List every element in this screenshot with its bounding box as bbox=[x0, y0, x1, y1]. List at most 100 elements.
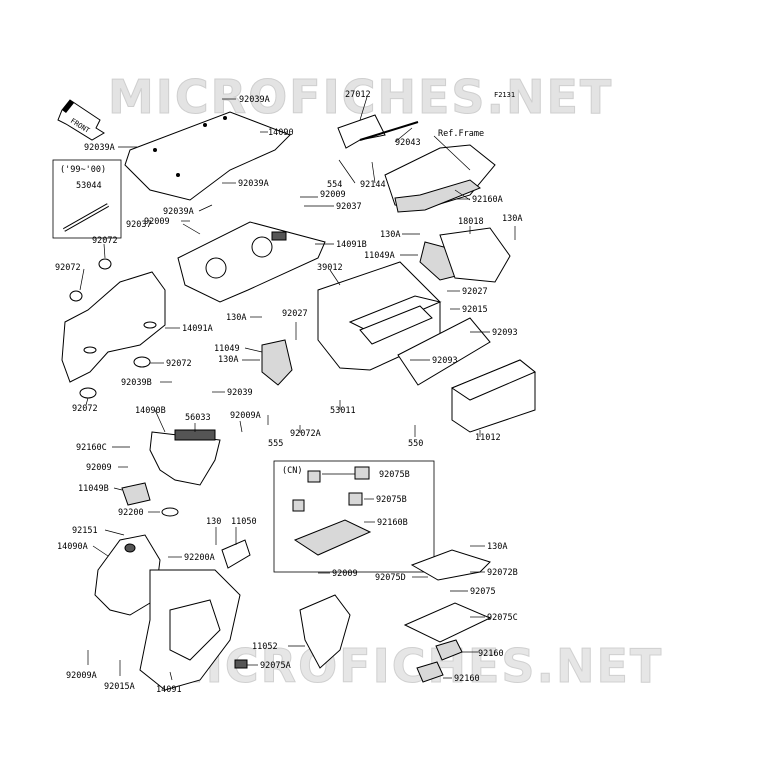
label-11012: 11012 bbox=[475, 433, 501, 443]
label-11052: 11052 bbox=[252, 642, 278, 652]
label-92037-b: 92037 bbox=[126, 220, 152, 230]
label-92039A-left: 92039A bbox=[84, 143, 115, 153]
label-ref-frame: Ref.Frame bbox=[438, 129, 484, 139]
bracket-27012 bbox=[337, 114, 386, 149]
label-11049: 11049 bbox=[214, 344, 240, 354]
label-92075C: 92075C bbox=[487, 613, 518, 623]
label-92075B-a: 92075B bbox=[379, 470, 410, 480]
label-14091A: 14091A bbox=[182, 324, 213, 334]
label-130A-c: 130A bbox=[502, 214, 522, 224]
label-92072A: 92072A bbox=[290, 429, 321, 439]
label-92039A-mid: 92039A bbox=[238, 179, 269, 189]
label-92144: 92144 bbox=[360, 180, 386, 190]
label-130: 130 bbox=[206, 517, 221, 527]
label-11049A: 11049A bbox=[364, 251, 395, 261]
figure-code: F2131 bbox=[494, 91, 515, 99]
label-92072-a: 92072 bbox=[92, 236, 118, 246]
label-92160B: 92160B bbox=[377, 518, 408, 528]
label-56033: 56033 bbox=[185, 413, 211, 423]
label-92039: 92039 bbox=[227, 388, 253, 398]
pad-92075C bbox=[403, 602, 492, 643]
bracket-11050 bbox=[221, 539, 251, 569]
label-92027-b: 92027 bbox=[462, 287, 488, 297]
watermark-bottom: MICROFICHES.NET bbox=[158, 639, 663, 693]
label-130A-d: 130A bbox=[380, 230, 400, 240]
mat-14091B bbox=[177, 221, 326, 303]
clip-92072-c bbox=[133, 356, 151, 368]
watermark-top: MICROFICHES.NET bbox=[108, 70, 613, 124]
label-14090B: 14090B bbox=[135, 406, 166, 416]
label-92072-d: 92072 bbox=[72, 404, 98, 414]
label-39012: 39012 bbox=[317, 263, 343, 273]
leader-lines bbox=[79, 96, 516, 681]
case-14090B bbox=[149, 431, 221, 486]
label-92075D: 92075D bbox=[375, 573, 406, 583]
label-14090: 14090 bbox=[268, 128, 294, 138]
label-92009-a: 92009 bbox=[320, 190, 346, 200]
label-130A-e: 130A bbox=[487, 542, 507, 552]
label-18018: 18018 bbox=[458, 217, 484, 227]
label-92093-b: 92093 bbox=[432, 356, 458, 366]
bracket-92072B bbox=[410, 549, 491, 581]
label-27012: 27012 bbox=[345, 90, 371, 100]
clip-92072-a bbox=[69, 290, 83, 302]
label-92072-c: 92072 bbox=[166, 359, 192, 369]
pad-92075B-c bbox=[292, 499, 305, 512]
label-550: 550 bbox=[408, 439, 423, 449]
label-92072-b: 92072 bbox=[55, 263, 81, 273]
label-92043: 92043 bbox=[395, 138, 421, 148]
label-53044: 53044 bbox=[76, 181, 102, 191]
label-14090A: 14090A bbox=[57, 542, 88, 552]
cn-box bbox=[273, 460, 435, 573]
cover-14091A bbox=[61, 271, 166, 383]
label-92015: 92015 bbox=[462, 305, 488, 315]
holder-11052 bbox=[299, 594, 351, 669]
pad-92075B-d bbox=[348, 492, 363, 506]
pad-92075B-a bbox=[307, 470, 321, 483]
label-92160-b: 92160 bbox=[454, 674, 480, 684]
pad-92075B-b bbox=[354, 466, 370, 480]
bolt-92043 bbox=[359, 121, 419, 141]
label-92075A: 92075A bbox=[260, 661, 291, 671]
label-130A-b: 130A bbox=[218, 355, 238, 365]
label-92075B-b: 92075B bbox=[376, 495, 407, 505]
year-note-box bbox=[52, 159, 122, 239]
bracket-11049 bbox=[261, 339, 293, 386]
bracket-11049B bbox=[121, 482, 151, 506]
label-92160-a: 92160 bbox=[478, 649, 504, 659]
label-554: 554 bbox=[327, 180, 342, 190]
label-92151: 92151 bbox=[72, 526, 98, 536]
label-92039A-top: 92039A bbox=[239, 95, 270, 105]
seat-plate-14090 bbox=[124, 111, 291, 201]
clip-92072-b bbox=[98, 258, 112, 270]
label-92093-a: 92093 bbox=[492, 328, 518, 338]
cn-note: (CN) bbox=[282, 466, 302, 476]
label-92009-b: 92009 bbox=[144, 217, 170, 227]
plate-18018 bbox=[439, 227, 511, 283]
label-92200A: 92200A bbox=[184, 553, 215, 563]
pad-92160B bbox=[293, 519, 372, 556]
label-92027-a: 92027 bbox=[282, 309, 308, 319]
label-11050: 11050 bbox=[231, 517, 257, 527]
label-92075: 92075 bbox=[470, 587, 496, 597]
label-555: 555 bbox=[268, 439, 283, 449]
label-92009A-b: 92009A bbox=[66, 671, 97, 681]
year-note: ('99~'00) bbox=[60, 165, 106, 175]
clip-92072-d bbox=[79, 387, 97, 399]
part-labels: 92039A 14090 92039A 92039A 92039A 27012 … bbox=[55, 90, 522, 695]
label-130A-a: 130A bbox=[226, 313, 246, 323]
label-92039B: 92039B bbox=[121, 378, 152, 388]
label-92015A: 92015A bbox=[104, 682, 135, 692]
label-53011: 53011 bbox=[330, 406, 356, 416]
label-14091: 14091 bbox=[156, 685, 182, 695]
label-14091B: 14091B bbox=[336, 240, 367, 250]
label-92009-d: 92009 bbox=[332, 569, 358, 579]
label-11049B: 11049B bbox=[78, 484, 109, 494]
grommet-92075A bbox=[234, 659, 248, 669]
label-92009A-a: 92009A bbox=[230, 411, 261, 421]
label-92200: 92200 bbox=[118, 508, 144, 518]
cap-92151 bbox=[124, 543, 136, 553]
label-92037-a: 92037 bbox=[336, 202, 362, 212]
